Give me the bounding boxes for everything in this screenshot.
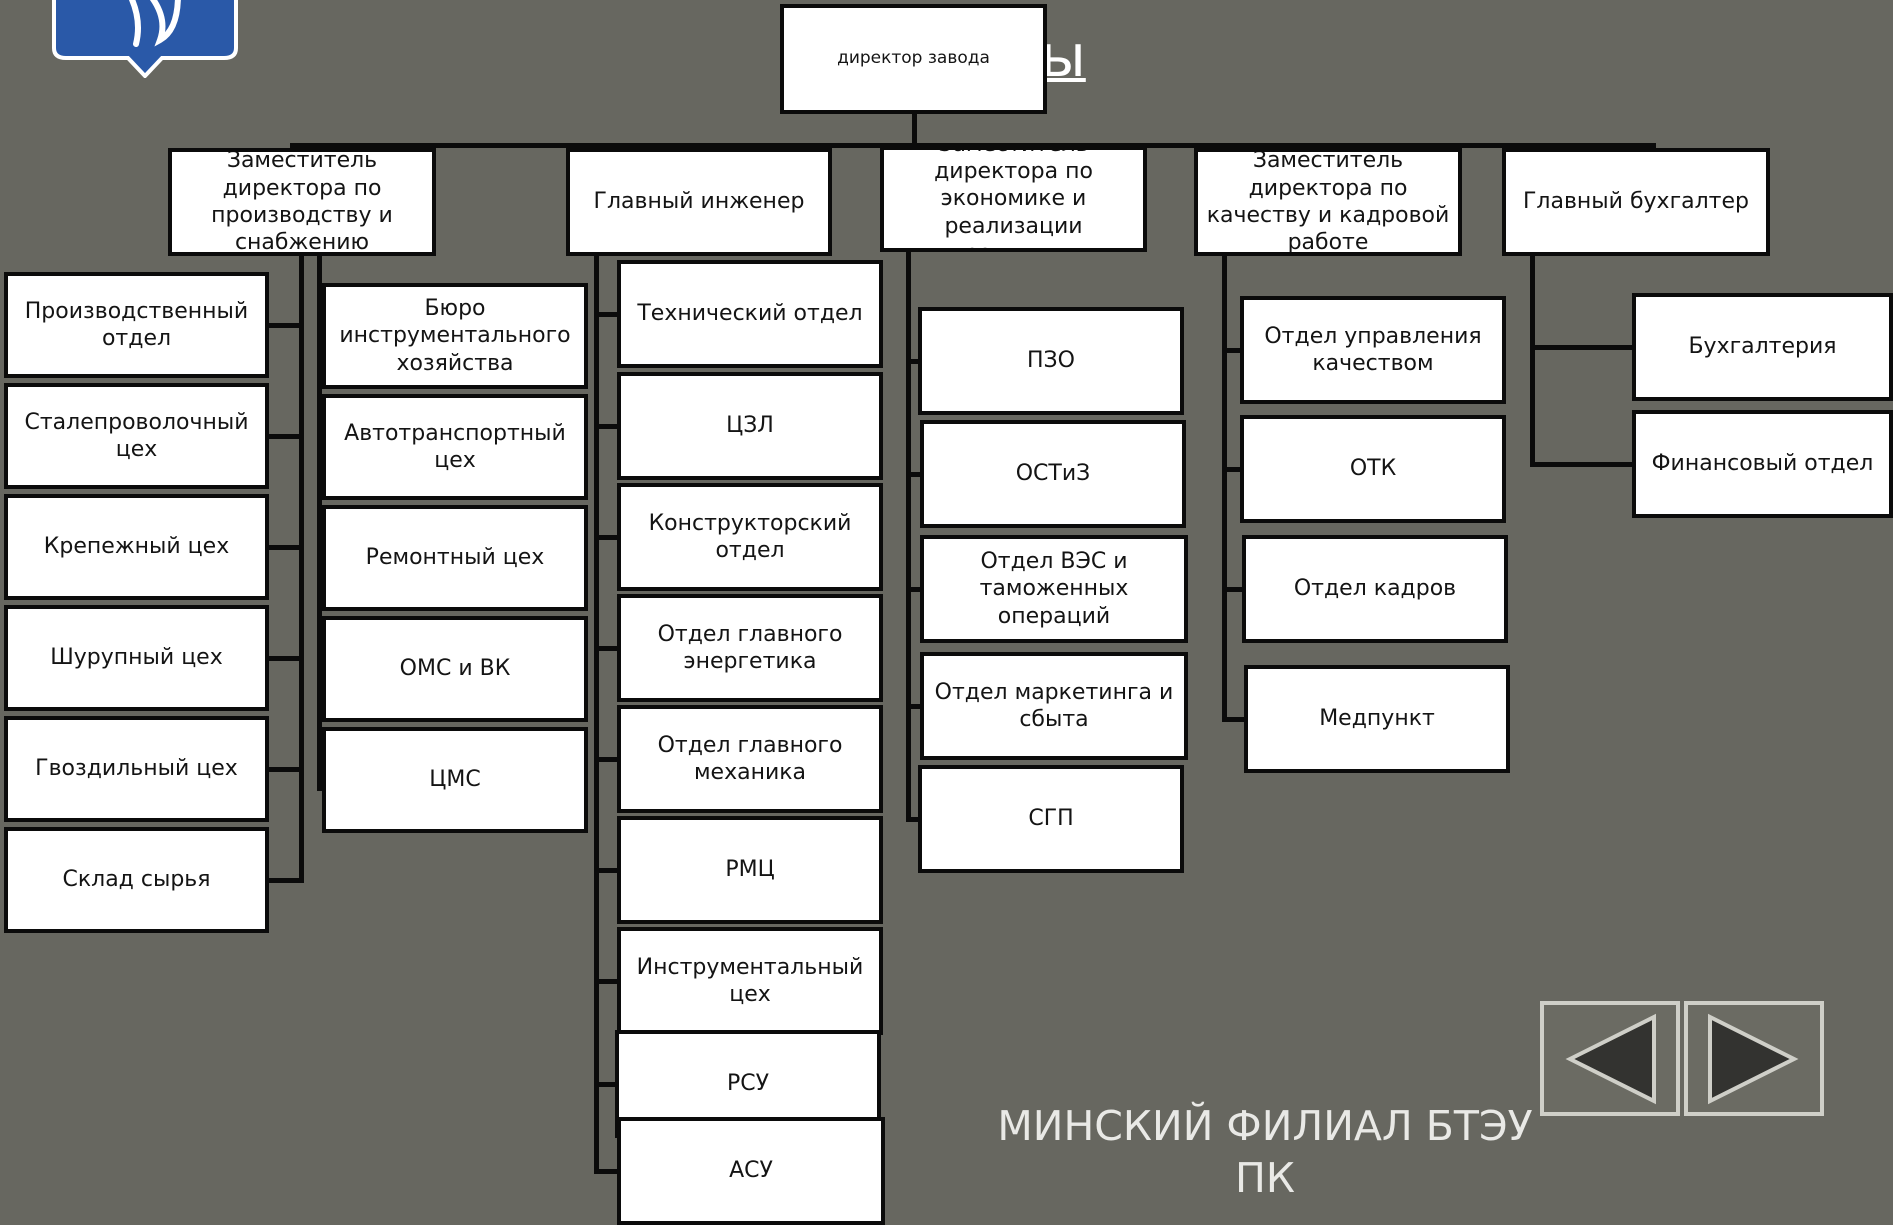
unit-oms-vk: ОМС и ВК bbox=[322, 616, 588, 722]
connector-stub bbox=[269, 323, 304, 328]
connector-drop bbox=[1634, 143, 1639, 151]
connector-line bbox=[1222, 253, 1227, 720]
connector-stub bbox=[594, 646, 619, 651]
connector-stub bbox=[594, 535, 619, 540]
connector-line bbox=[317, 253, 322, 791]
unit-raw-warehouse: Склад сырья bbox=[4, 827, 269, 933]
connector-stub bbox=[906, 704, 922, 709]
director-box: директор завода bbox=[780, 4, 1047, 114]
unit-pzo: ПЗО bbox=[918, 307, 1184, 415]
unit-design-dept: Конструкторский отдел bbox=[617, 483, 883, 591]
connector-stub bbox=[317, 334, 324, 339]
slide-title-fragment: ы bbox=[1040, 22, 1086, 90]
connector-line bbox=[594, 253, 599, 1172]
deputy-quality-box: Заместитель директора по качеству и кадр… bbox=[1194, 148, 1462, 256]
connector-drop bbox=[299, 143, 304, 151]
connector-stub bbox=[1222, 587, 1244, 592]
organization-name: МИНСКИЙ ФИЛИАЛ БТЭУ ПК bbox=[960, 1100, 1570, 1204]
connector-stub bbox=[269, 767, 304, 772]
next-slide-button[interactable] bbox=[1684, 1001, 1824, 1116]
organization-name-line1: МИНСКИЙ ФИЛИАЛ БТЭУ bbox=[997, 1102, 1533, 1150]
connector-stub bbox=[594, 757, 619, 762]
unit-sgp: СГП bbox=[918, 765, 1184, 873]
slide-title-clipped bbox=[300, 0, 1500, 2]
unit-foreign-trade-dept: Отдел ВЭС и таможенных операций bbox=[920, 535, 1188, 643]
triangle-left-icon bbox=[1565, 1013, 1656, 1105]
connector-stub bbox=[594, 868, 619, 873]
connector-stub bbox=[317, 667, 324, 672]
connector-stub bbox=[317, 445, 324, 450]
connector-line bbox=[299, 253, 304, 883]
unit-quality-mgmt-dept: Отдел управления качеством bbox=[1240, 296, 1506, 404]
connector-stub bbox=[1530, 345, 1634, 350]
connector-stub bbox=[1530, 462, 1634, 467]
organization-name-line2: ПК bbox=[1235, 1154, 1295, 1202]
unit-rmc: РМЦ bbox=[617, 816, 883, 924]
unit-screw-shop: Шурупный цех bbox=[4, 605, 269, 711]
unit-production-dept: Производственный отдел bbox=[4, 272, 269, 378]
unit-hr-dept: Отдел кадров bbox=[1242, 535, 1508, 643]
connector-drop bbox=[1327, 143, 1332, 151]
connector-stub bbox=[594, 424, 619, 429]
connector-stub bbox=[594, 979, 619, 984]
connector-line bbox=[290, 143, 1656, 148]
unit-repair-shop: Ремонтный цех bbox=[322, 505, 588, 611]
deputy-economics-box: Заместитель директора по экономике и реа… bbox=[880, 146, 1147, 252]
unit-marketing-dept: Отдел маркетинга и сбыта bbox=[920, 652, 1188, 760]
chief-accountant-box: Главный бухгалтер bbox=[1502, 148, 1770, 256]
chief-engineer-box: Главный инженер bbox=[566, 148, 832, 256]
unit-chief-mechanic-dept: Отдел главного механика bbox=[617, 705, 883, 813]
connector-stub bbox=[269, 878, 304, 883]
connector-stub bbox=[317, 556, 324, 561]
unit-asu: АСУ bbox=[617, 1117, 885, 1225]
connector-stub bbox=[594, 1082, 617, 1087]
connector-stub bbox=[594, 1169, 619, 1174]
connector-stub bbox=[906, 587, 922, 592]
connector-stub bbox=[1222, 348, 1242, 353]
unit-czl: ЦЗЛ bbox=[617, 372, 883, 480]
connector-stub bbox=[269, 545, 304, 550]
unit-steel-wire-shop: Сталепроволочный цех bbox=[4, 383, 269, 489]
unit-tool-bureau: Бюро инструментального хозяйства bbox=[322, 283, 588, 389]
connector-stub bbox=[594, 312, 619, 317]
connector-stub bbox=[269, 656, 304, 661]
prev-slide-button[interactable] bbox=[1540, 1001, 1680, 1116]
unit-nail-shop: Гвоздильный цех bbox=[4, 716, 269, 822]
unit-tool-shop: Инструментальный цех bbox=[617, 927, 883, 1035]
connector-stub bbox=[1222, 717, 1246, 722]
connector-stub bbox=[1222, 467, 1242, 472]
connector-line bbox=[912, 110, 917, 146]
unit-fastener-shop: Крепежный цех bbox=[4, 494, 269, 600]
unit-finance-dept: Финансовый отдел bbox=[1632, 410, 1893, 518]
connector-line bbox=[1530, 253, 1535, 463]
connector-stub bbox=[317, 778, 324, 783]
connector-stub bbox=[906, 817, 920, 822]
unit-technical-dept: Технический отдел bbox=[617, 260, 883, 368]
connector-stub bbox=[906, 359, 920, 364]
unit-medical-point: Медпункт bbox=[1244, 665, 1510, 773]
connector-line bbox=[906, 248, 911, 820]
unit-chief-power-dept: Отдел главного энергетика bbox=[617, 594, 883, 702]
unit-motor-transport-shop: Автотранспортный цех bbox=[322, 394, 588, 500]
deputy-production-box: Заместитель директора по производству и … bbox=[168, 148, 436, 256]
triangle-right-icon bbox=[1708, 1013, 1799, 1105]
unit-ostiz: ОСТиЗ bbox=[920, 420, 1186, 528]
unit-otk: ОТК bbox=[1240, 415, 1506, 523]
university-logo bbox=[52, 0, 238, 78]
connector-stub bbox=[269, 434, 304, 439]
unit-accounting: Бухгалтерия bbox=[1632, 293, 1893, 401]
unit-cms: ЦМС bbox=[322, 727, 588, 833]
connector-stub bbox=[906, 472, 922, 477]
connector-drop bbox=[697, 143, 702, 151]
